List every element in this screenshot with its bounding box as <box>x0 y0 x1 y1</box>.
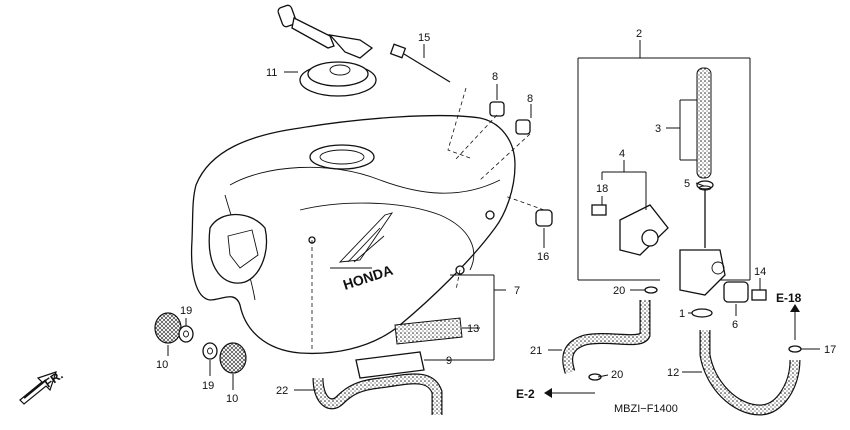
callout-22: 22 <box>276 385 288 397</box>
washer-left <box>178 325 194 343</box>
grommet-8b <box>515 119 531 135</box>
ref-e18: E-18 <box>776 291 802 305</box>
callout-10a: 10 <box>156 359 168 371</box>
cushion-pad <box>394 317 463 345</box>
callout-9: 9 <box>446 355 452 367</box>
callout-5: 5 <box>684 178 690 190</box>
front-arrow-icon <box>19 371 57 405</box>
screw-14 <box>751 289 767 301</box>
e18-arrow-icon <box>790 304 800 340</box>
callout-6: 6 <box>732 319 738 331</box>
grommet-8a <box>489 101 505 117</box>
callout-19b: 19 <box>202 380 214 392</box>
o-ring <box>691 308 713 318</box>
clip-17 <box>788 345 802 353</box>
fuel-filter <box>696 67 712 179</box>
ref-e2: E-2 <box>516 387 535 401</box>
callout-21: 21 <box>530 345 542 357</box>
grommet-16 <box>535 209 553 227</box>
sediment-cup <box>723 281 749 303</box>
callout-12: 12 <box>667 367 679 379</box>
callout-17: 17 <box>824 344 836 356</box>
callout-11: 11 <box>266 67 277 79</box>
fuel-tank: HONDA <box>190 114 516 355</box>
callout-14: 14 <box>754 266 766 278</box>
leader-lines <box>167 40 820 391</box>
callout-3: 3 <box>655 123 661 135</box>
callout-19a: 19 <box>180 305 192 317</box>
washer-right <box>202 342 218 360</box>
callout-20b: 20 <box>611 369 623 381</box>
clip-20a <box>644 286 658 294</box>
callout-4: 4 <box>619 148 625 160</box>
seal-pad <box>355 351 425 379</box>
e2-arrow-icon <box>544 388 595 398</box>
callout-8b: 8 <box>527 93 533 105</box>
callout-18: 18 <box>596 183 608 195</box>
callout-labels: 11 15 8 8 16 2 3 5 4 18 20 1 6 14 7 13 9… <box>42 28 837 415</box>
callout-1: 1 <box>679 308 685 320</box>
rubber-mount-right <box>219 342 247 374</box>
callout-16: 16 <box>537 251 549 263</box>
callout-8a: 8 <box>492 71 498 83</box>
rubber-mount-left <box>154 312 182 344</box>
callout-13: 13 <box>467 323 479 335</box>
key-icon <box>277 4 374 59</box>
clip-20b <box>588 373 602 381</box>
diagram-ref-code: MBZI−F1400 <box>614 403 678 415</box>
callout-7: 7 <box>514 285 520 297</box>
fuel-petcock-assembly <box>577 57 751 296</box>
tank-bolt <box>389 43 451 83</box>
callout-15: 15 <box>418 32 430 44</box>
callout-2: 2 <box>636 28 642 40</box>
callout-20a: 20 <box>613 285 625 297</box>
callout-10b: 10 <box>226 393 238 405</box>
fuel-cap <box>277 4 377 97</box>
